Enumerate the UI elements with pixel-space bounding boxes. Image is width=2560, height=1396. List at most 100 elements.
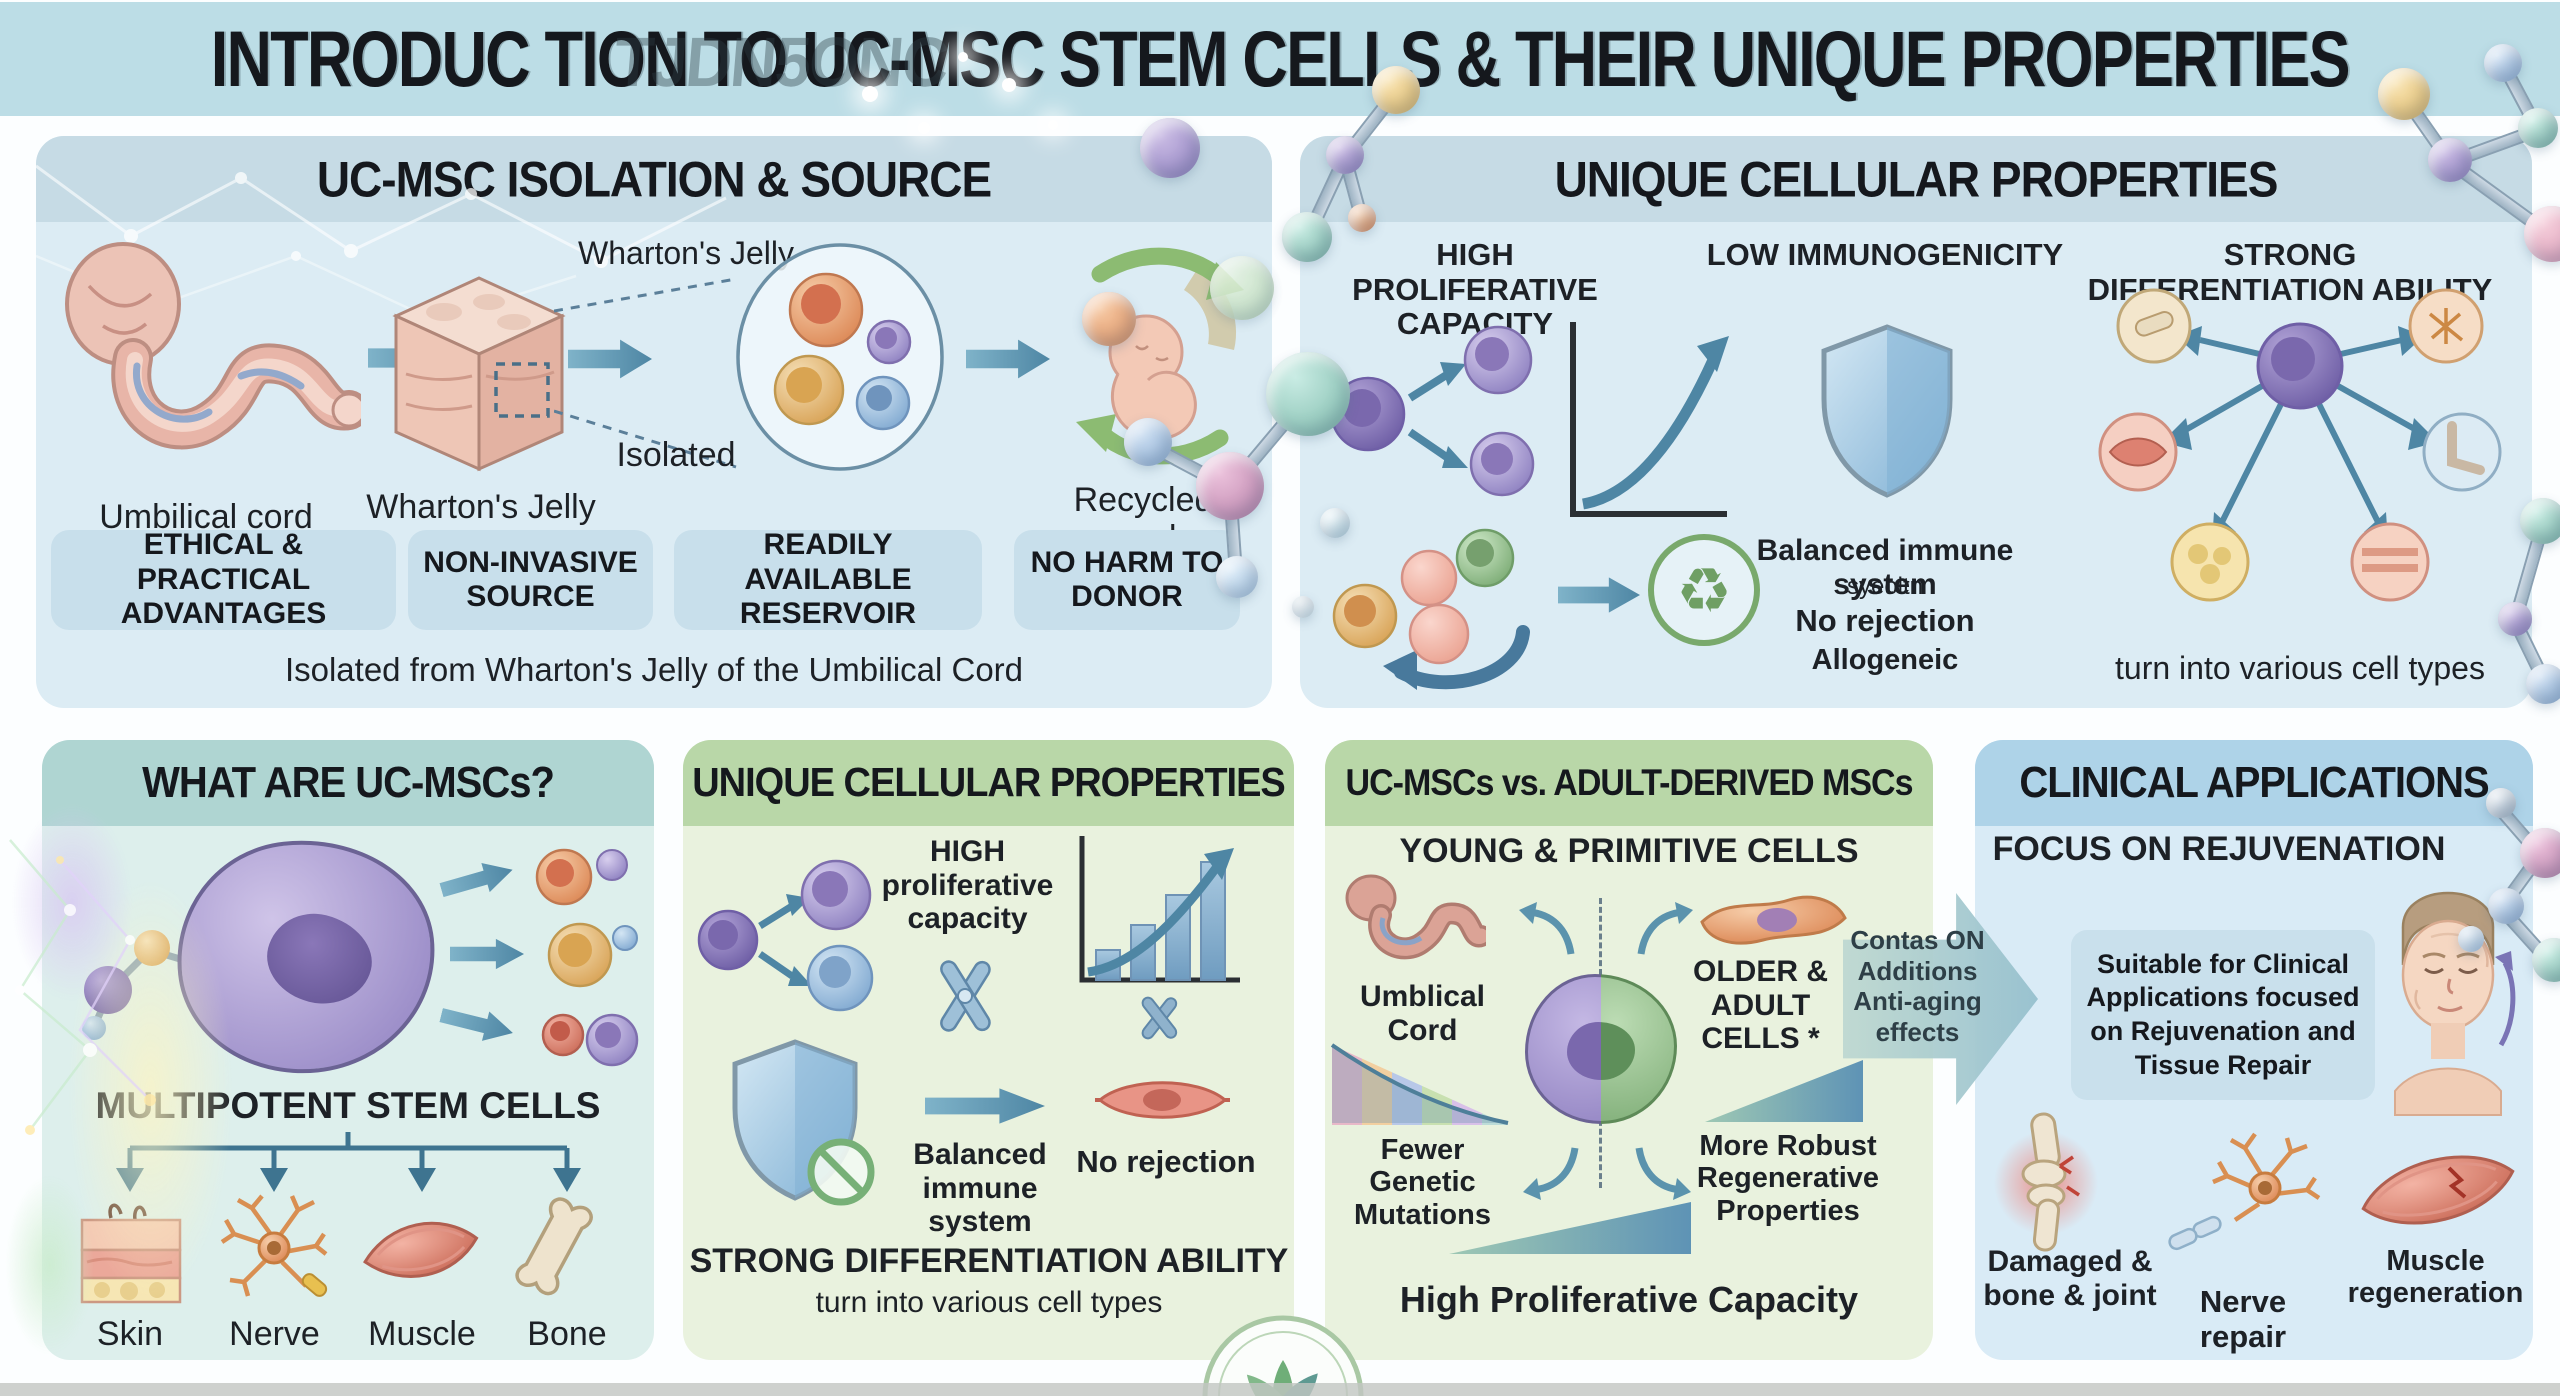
title-ghost-overlay: TJDN5ONC [611,23,950,101]
panel-versus-header: UC-MSCs vs. ADULT-DERIVED MSCs [1325,740,1933,826]
umbilical-cord-label: Umblical Cord [1359,980,1486,1047]
bone-label: Bone [527,1315,607,1353]
network-lines-decoration [9,839,156,1135]
molecule-sphere-gray [2486,788,2516,818]
fibroblast-cell-illustration [1700,895,1847,945]
turn-various-label: turn into various cell types [815,1286,1163,1319]
panel-unique-bottom-title: UNIQUE CELLULAR PROPERTIES [692,759,1286,806]
molecule-sphere-teal [2532,938,2560,982]
garbled-text-label: syeoitn [1846,573,1924,600]
arrow-text-line: Additions [1857,955,1978,986]
molecule-sphere-yellow [2378,68,2430,120]
col-high-proliferative-label: HIGH PROLIFERATIVE CAPACITY [1352,237,1598,342]
bubble-decoration [1320,508,1350,538]
no-rejection-label: No rejection [1795,603,1975,638]
muscle-regeneration-icon [2361,1155,2515,1225]
molecule-sphere-blue [2526,664,2560,704]
sparkle-decoration [958,52,968,62]
umbilical-cord-illustration [65,242,361,450]
isolated-label: Isolated [616,436,736,474]
growth-curve-chart [1570,322,1729,517]
molecule-sphere-teal [2518,108,2558,148]
vessel-cell-icon [1095,1081,1230,1119]
molecule-sphere-teal [2520,498,2560,544]
older-adult-cells-label: OLDER & ADULT CELLS * [1693,955,1828,1056]
regenerative-rising-chart [1705,1060,1863,1122]
curved-arrow-icon [1637,902,1693,955]
chromosome-icon [940,960,991,1032]
diff-caption-label: turn into various cell types [2115,650,2485,686]
high-proliferative-capacity-label: High Proliferative Capacity [1399,1279,1859,1320]
panel-versus-title: UC-MSCs vs. ADULT-DERIVED MSCs [1345,761,1914,803]
curved-arrow-icon [1523,1147,1579,1200]
panel-clinical-header: CLINICAL APPLICATIONS [1975,740,2533,826]
isolated-cells-illustration [736,243,944,471]
proliferation-bar-chart [1079,836,1240,983]
sparkle-decoration [1048,120,1058,130]
panel-unique-top-title: UNIQUE CELLULAR PROPERTIES [1554,150,2279,208]
bone-icon [515,1197,593,1296]
panel-unique-top-header: UNIQUE CELLULAR PROPERTIES [1300,136,2532,222]
arrow-right-icon [450,938,524,970]
col-low-immunogenicity-label: LOW IMMUNOGENICITY [1706,237,2064,272]
muscle-icon [363,1221,479,1278]
curved-arrow-icon [1635,1147,1691,1200]
molecule-sphere-blue [2484,44,2522,82]
panel-isolation-source: UC-MSC ISOLATION & SOURCE Umbilical cord… [36,136,1272,708]
umbilical-cord-label: Umbilical cord [99,498,313,536]
derived-cells-illustration [535,848,639,1067]
strong-differentiation-label: STRONG DIFFERENTIATION ABILITY [689,1242,1289,1280]
page-title: INTRODUC TION TO UC-MSC STEM CELLS & THE… [211,15,2351,103]
curved-arrow-icon [1519,902,1575,955]
muscle-label: Muscle [368,1315,476,1353]
young-primitive-label: YOUNG & PRIMITIVE CELLS [1399,832,1859,870]
muscle-regeneration-label: Muscle regeneration [2347,1245,2524,1310]
arrow-right-icon [925,1088,1045,1124]
balanced-immune-label: Balanced immune system [913,1138,1047,1239]
sparkle-decoration [1002,78,1016,92]
panel-clinical-title: CLINICAL APPLICATIONS [2019,758,2489,807]
no-rejection-label: No rejection [1076,1144,1256,1179]
arrow-text-line: Contas ON [1850,925,1985,955]
knee-joint-icon [1994,1112,2098,1252]
molecule-sphere-purple [1140,118,1200,178]
molecule-sphere-teal [1282,212,1332,262]
umbilical-cord-small-illustration [1345,874,1486,960]
isolation-caption: Isolated from Wharton's Jelly of the Umb… [284,651,1024,688]
whartons-jelly-cube-illustration [392,276,566,472]
panel-unique-properties-top: UNIQUE CELLULAR PROPERTIES HIGH PROLIFER… [1300,136,2532,708]
neuron-repair-icon [2168,1132,2321,1251]
mutations-declining-chart [1330,1043,1509,1125]
molecule-sphere-green [1210,256,1274,320]
molecule-sphere-lightblue [2458,926,2484,952]
molecule-sphere-lightblue [1216,556,1258,598]
badge-no-harm: NO HARM TO DONOR [1014,530,1240,630]
recycle-icon: ♻ [1648,534,1760,646]
molecule-sphere-blue [1124,418,1172,466]
molecule-sphere-pink [2520,828,2560,878]
cell-division-illustration [1330,325,1535,497]
whartons-jelly-label: Wharton's Jelly [366,488,596,526]
focus-rejuvenation-label: FOCUS ON REJUVENATION [1992,830,2446,868]
bubble-decoration [1292,596,1314,618]
arrow-right-icon [1558,577,1640,613]
clinical-suitability-note: Suitable for Clinical Applications focus… [2071,930,2375,1100]
molecule-sphere-teal [1266,352,1350,436]
fewer-mutations-label: Fewer Genetic Mutations [1354,1134,1491,1231]
sparkle-decoration [862,86,878,102]
cell-cluster-illustration [1332,528,1530,690]
badge-readily-available: READILY AVAILABLE RESERVOIR [674,528,982,630]
shield-icon [1821,324,1953,498]
molecule-sphere-purple [2428,138,2472,182]
arrow-text-line: effects [1875,1017,1960,1048]
damaged-bone-joint-label: Damaged & bone & joint [1983,1245,2157,1312]
proliferative-rising-chart [1449,1202,1691,1254]
molecule-sphere-purple [2498,602,2532,636]
cell-division-illustration [697,859,874,1012]
bottom-edge-strip [0,1383,2560,1396]
title-bar: INTRODUC TION TO UC-MSC STEM CELLS & THE… [0,2,2560,116]
molecule-sphere-yellow [1372,66,1420,114]
arrow-text-line: Anti-aging [1853,986,1982,1017]
arrow-right-icon [966,339,1050,379]
